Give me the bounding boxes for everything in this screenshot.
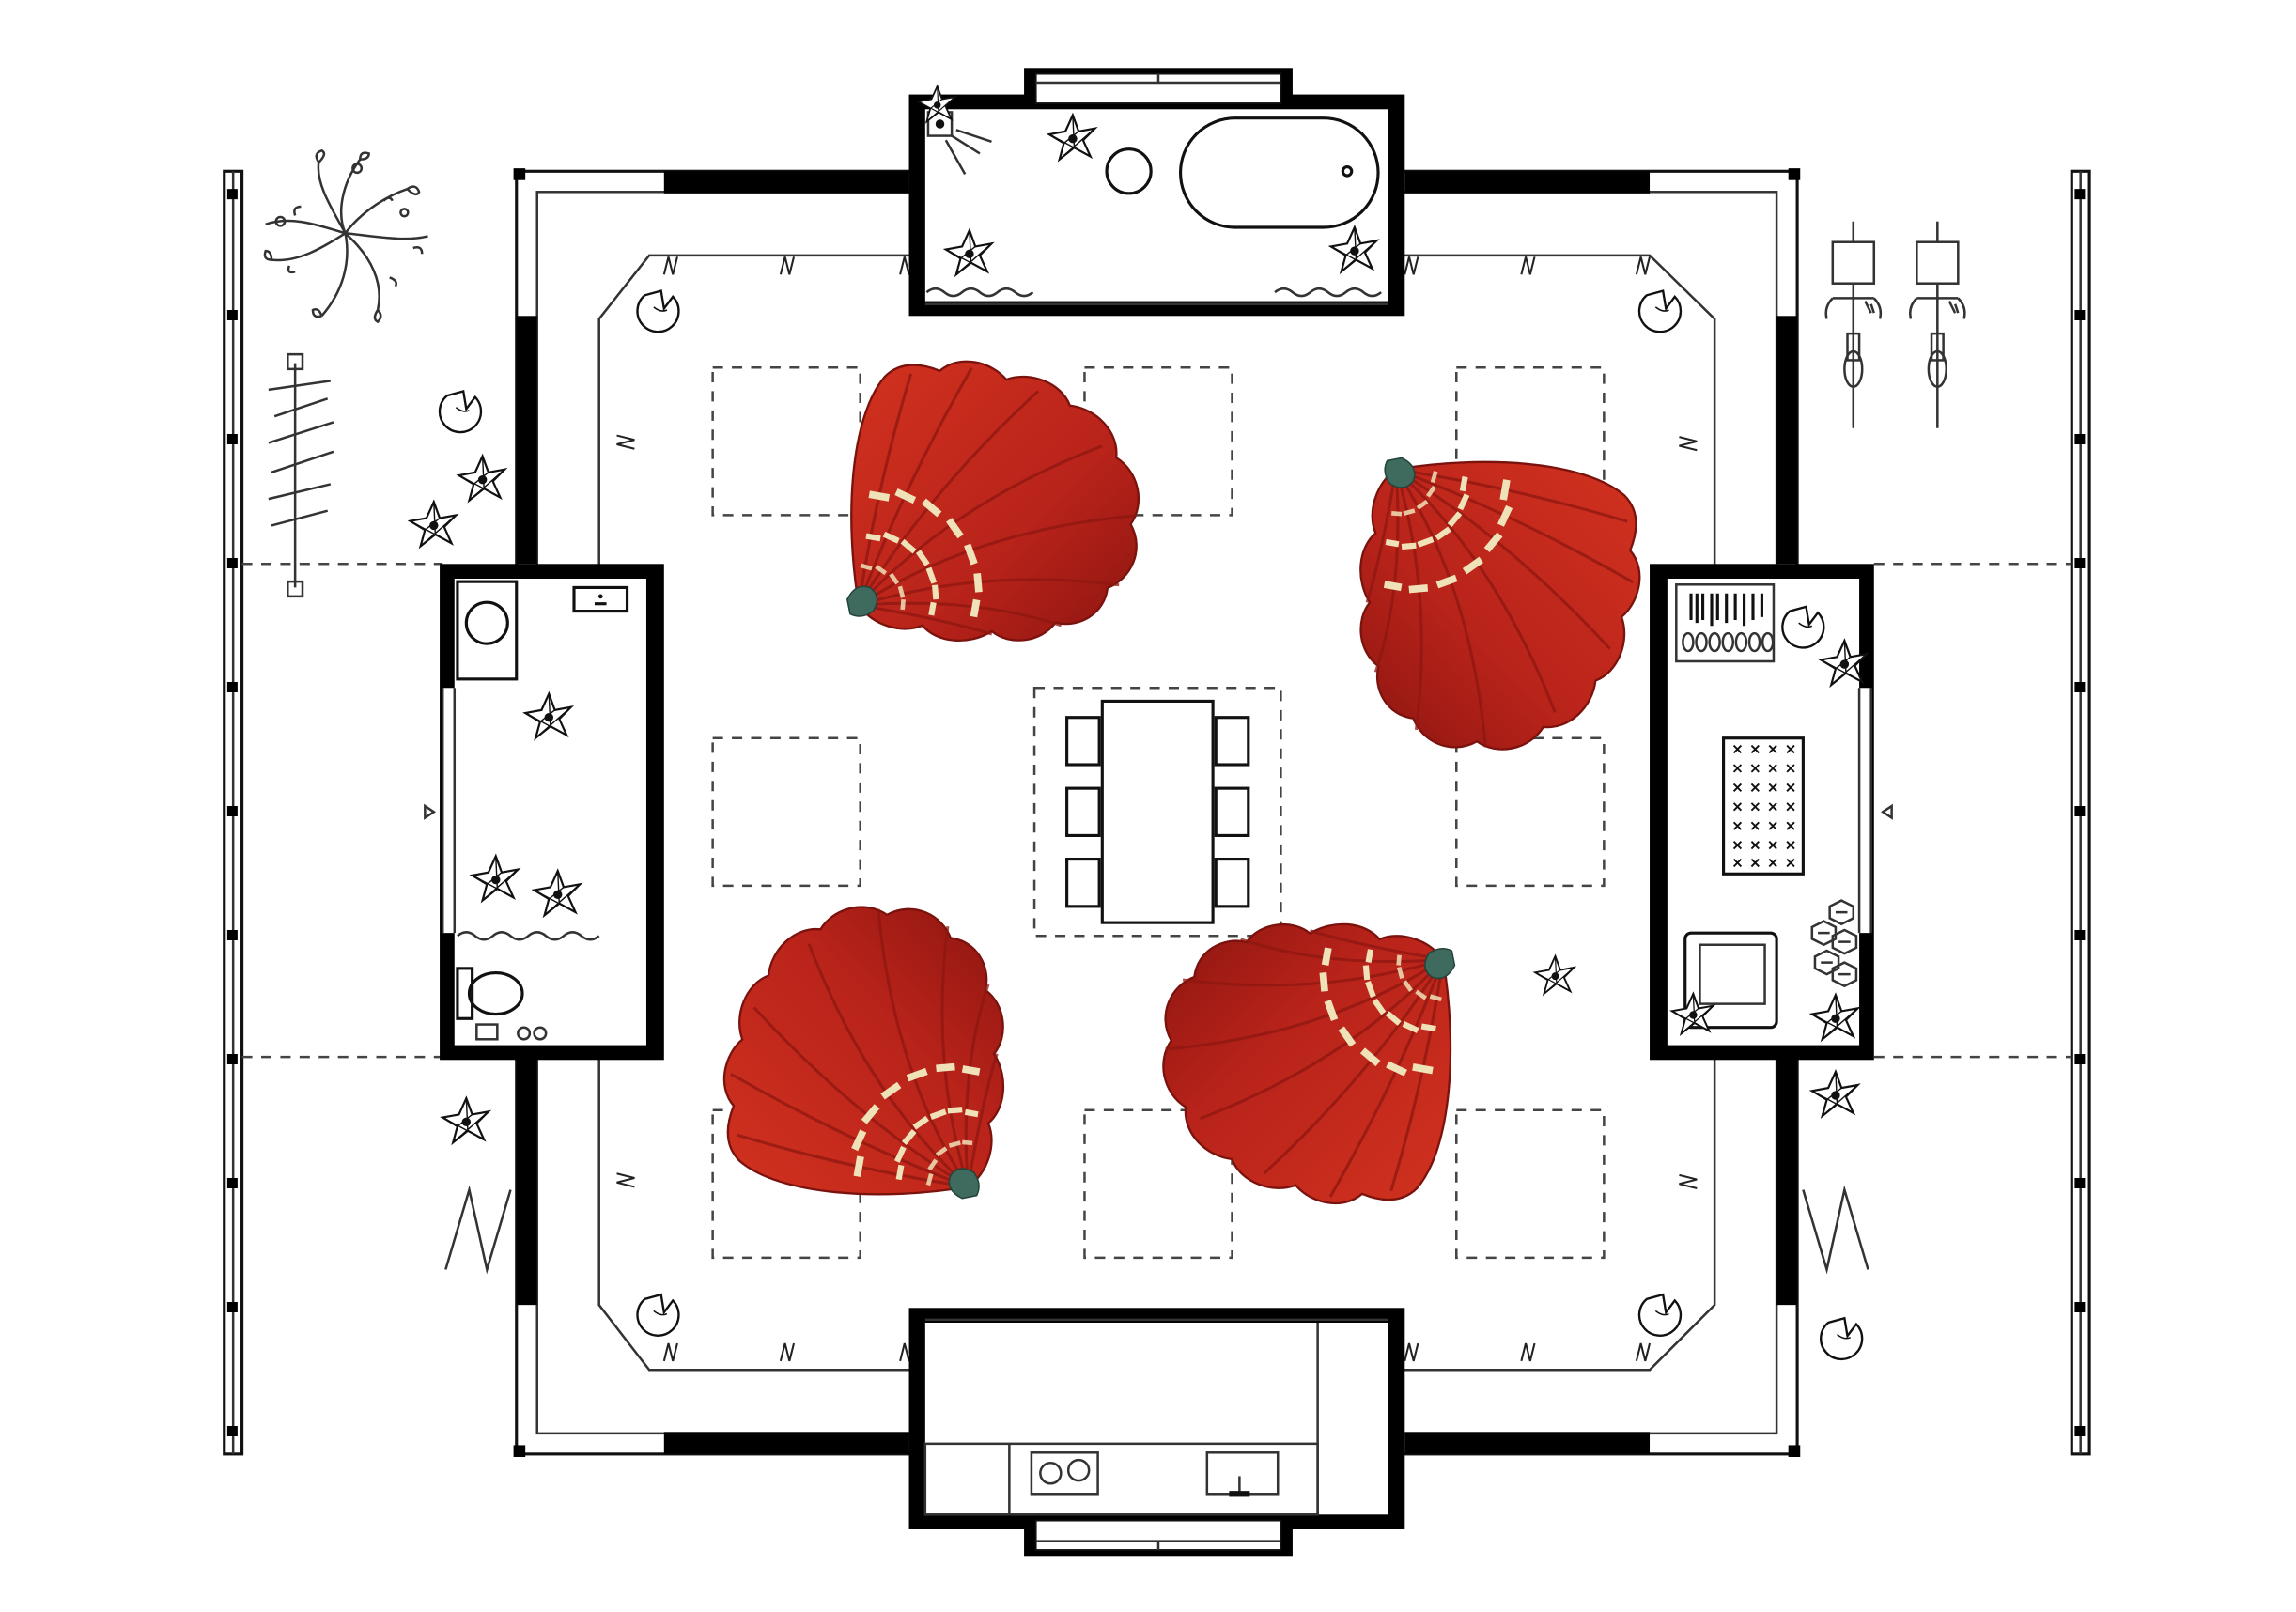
bicycle-icon bbox=[1824, 221, 1883, 428]
plant-icon bbox=[458, 455, 506, 502]
plant-icon bbox=[1810, 1070, 1859, 1118]
bicycle-icon bbox=[1909, 221, 1966, 428]
building-envelope bbox=[513, 168, 1801, 1457]
bathroom bbox=[908, 68, 1405, 317]
dressing-room bbox=[1650, 564, 1893, 1061]
shell-rug-icon bbox=[1358, 456, 1641, 752]
laundry-wc bbox=[424, 564, 664, 1061]
shell-rug-icon bbox=[845, 360, 1140, 643]
right-fence bbox=[2070, 169, 2091, 1456]
stool-cluster-icon bbox=[1810, 899, 1858, 988]
plant-icon bbox=[409, 501, 458, 548]
cooktop-icon bbox=[1030, 1451, 1099, 1496]
ottoman-icon bbox=[1722, 736, 1805, 876]
stair-marker bbox=[444, 1185, 512, 1275]
kitchen-counter bbox=[923, 1323, 1319, 1516]
kitchen bbox=[908, 1308, 1405, 1557]
wardrobe-icon bbox=[1675, 583, 1776, 663]
shell-rug-icon bbox=[1161, 922, 1456, 1205]
shoe-rack-icon bbox=[1682, 631, 1775, 653]
washing-machine-icon bbox=[456, 580, 519, 681]
dining-table-icon bbox=[1032, 687, 1282, 938]
sink-icon bbox=[572, 585, 629, 613]
curtain-markers bbox=[615, 256, 1699, 1362]
site-boundary-lines bbox=[241, 563, 2072, 1059]
plant-icon bbox=[1819, 1317, 1864, 1361]
plant-icon bbox=[438, 390, 483, 434]
bathtub-icon bbox=[1178, 116, 1380, 229]
washbasin-icon bbox=[1105, 147, 1153, 195]
clothesline-icon bbox=[268, 352, 334, 598]
armchair-icon bbox=[1683, 931, 1778, 1030]
left-fence bbox=[223, 169, 244, 1456]
plant-icon bbox=[1534, 954, 1575, 995]
stair-marker bbox=[1802, 1185, 1869, 1275]
plant-icon bbox=[1781, 605, 1825, 649]
toilet-icon bbox=[456, 967, 524, 1020]
sink-icon bbox=[1205, 1451, 1280, 1497]
tree-icon bbox=[263, 148, 428, 324]
shell-rug-icon bbox=[722, 905, 1005, 1201]
plant-icon bbox=[442, 1097, 489, 1144]
